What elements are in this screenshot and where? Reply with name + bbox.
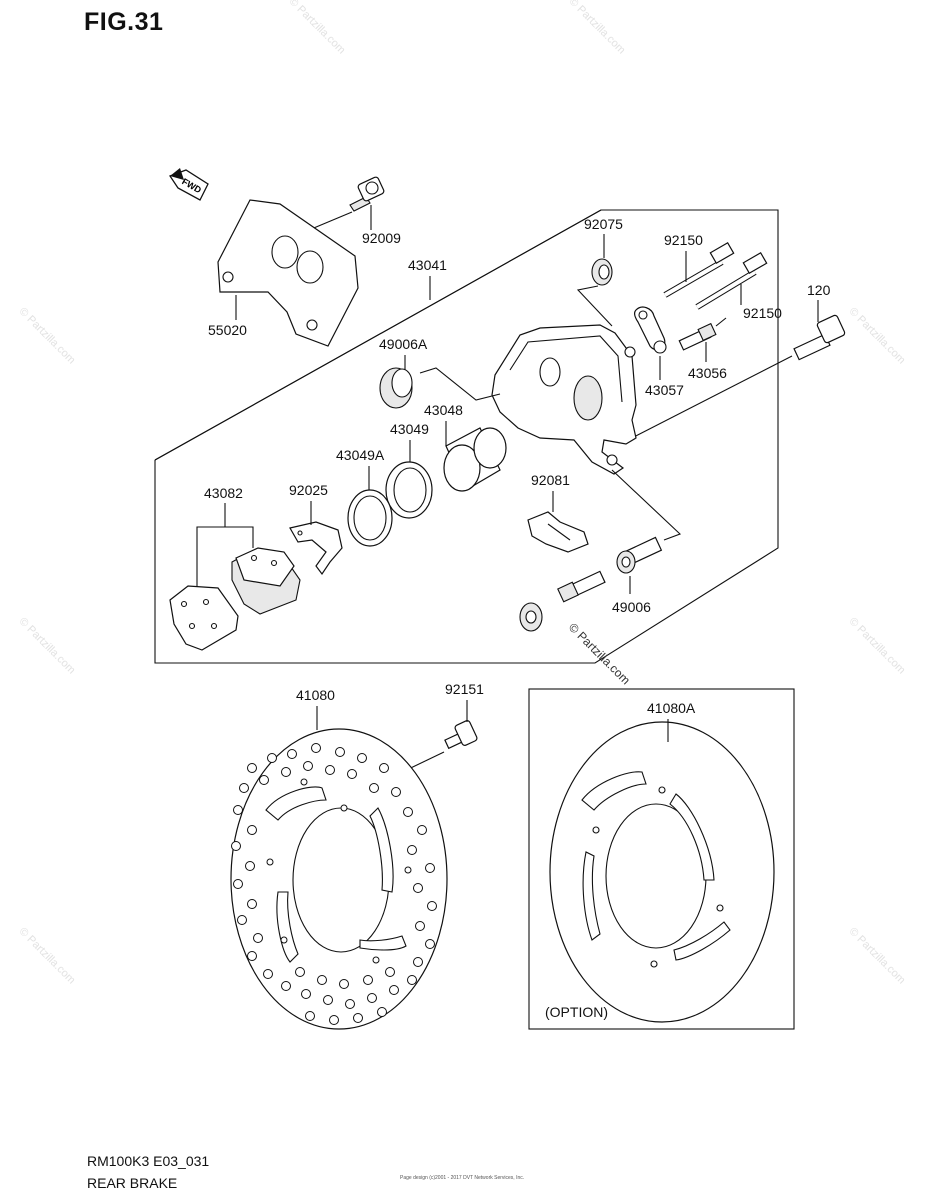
bolt-120[interactable] [793, 314, 846, 361]
label-92009: 92009 [362, 230, 401, 246]
sleeve-49006[interactable] [616, 536, 663, 574]
pad-43082-rear[interactable] [231, 547, 301, 615]
label-92025: 92025 [289, 482, 328, 498]
figure-title: FIG.31 [84, 8, 164, 36]
label-49006: 49006 [612, 599, 651, 615]
bolt-92151[interactable] [444, 720, 478, 750]
label-92075: 92075 [584, 216, 623, 232]
clip-92081[interactable] [527, 511, 589, 553]
bleeder-43056[interactable] [678, 317, 727, 351]
label-43048: 43048 [424, 402, 463, 418]
label-92150-upper: 92150 [664, 232, 703, 248]
disc-holes [231, 743, 437, 1025]
brake-disc-41080[interactable] [230, 728, 448, 1030]
link-43057[interactable] [634, 306, 667, 354]
brake-disc-41080A[interactable] [549, 721, 775, 1023]
piston-43048[interactable] [443, 427, 507, 492]
label-49006A: 49006A [379, 336, 428, 352]
label-92150-lower: 92150 [743, 305, 782, 321]
label-43041: 43041 [408, 257, 447, 273]
label-43057: 43057 [645, 382, 684, 398]
option-label: (OPTION) [545, 1004, 608, 1020]
label-43049A: 43049A [336, 447, 385, 463]
pin-92150-lower[interactable] [695, 251, 768, 310]
diagram-watermark: © Partzilla.com [566, 620, 633, 687]
washer-49006[interactable] [519, 602, 543, 632]
caliper-body-43041[interactable] [491, 324, 637, 475]
boot-92075[interactable] [591, 258, 613, 286]
boot-49006A[interactable] [379, 367, 413, 409]
label-43082: 43082 [204, 485, 243, 501]
bolt-92009[interactable] [349, 176, 385, 212]
bracket-55020[interactable] [217, 199, 359, 347]
pad-43082-front[interactable] [169, 585, 239, 651]
label-43056: 43056 [688, 365, 727, 381]
pin-92150-upper[interactable] [663, 241, 735, 298]
seal-43049[interactable] [385, 461, 433, 519]
option-box [528, 688, 795, 1030]
fwd-arrow-icon: FWD [169, 168, 209, 201]
figure-code: RM100K3 E03_031 [87, 1153, 210, 1169]
seal-43049A[interactable] [347, 489, 393, 547]
label-120: 120 [807, 282, 831, 298]
figure-name: REAR BRAKE [87, 1175, 178, 1191]
label-43049: 43049 [390, 421, 429, 437]
spring-92025[interactable] [289, 521, 343, 576]
label-92081: 92081 [531, 472, 570, 488]
bolt-49006[interactable] [557, 570, 606, 603]
label-41080A: 41080A [647, 700, 696, 716]
label-41080: 41080 [296, 687, 335, 703]
label-92151: 92151 [445, 681, 484, 697]
copyright-text: Page design (c)2001 - 2017 DVT Network S… [400, 1175, 525, 1181]
label-55020: 55020 [208, 322, 247, 338]
